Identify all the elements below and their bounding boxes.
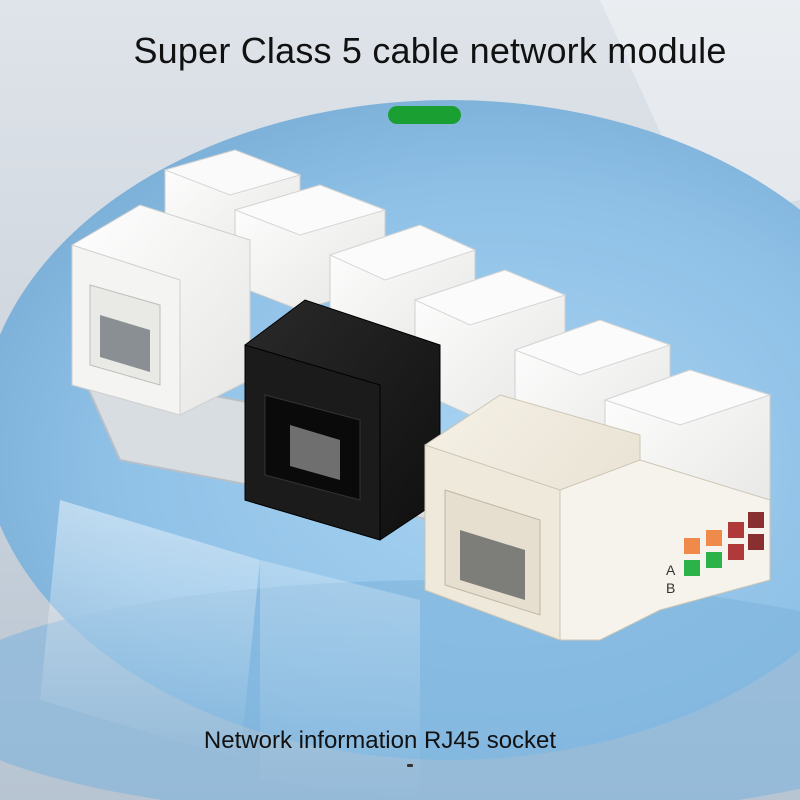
label-a: A (666, 562, 676, 578)
rj45-port (100, 315, 150, 372)
rj45-port (290, 425, 340, 480)
decorative-dot (407, 764, 413, 767)
white-module-left (71, 204, 251, 416)
reflection (260, 560, 420, 800)
caption: Network information RJ45 socket (203, 727, 557, 754)
black-module (244, 299, 441, 541)
accent-bar (388, 106, 461, 124)
light-streak (600, 0, 800, 220)
ivory-module-front: A B (424, 394, 771, 641)
page-title: Super Class 5 cable network module (133, 30, 727, 71)
label-b: B (666, 580, 675, 596)
reflection (40, 500, 260, 760)
rj45-port (460, 530, 525, 600)
color-code-terminals (684, 512, 764, 576)
